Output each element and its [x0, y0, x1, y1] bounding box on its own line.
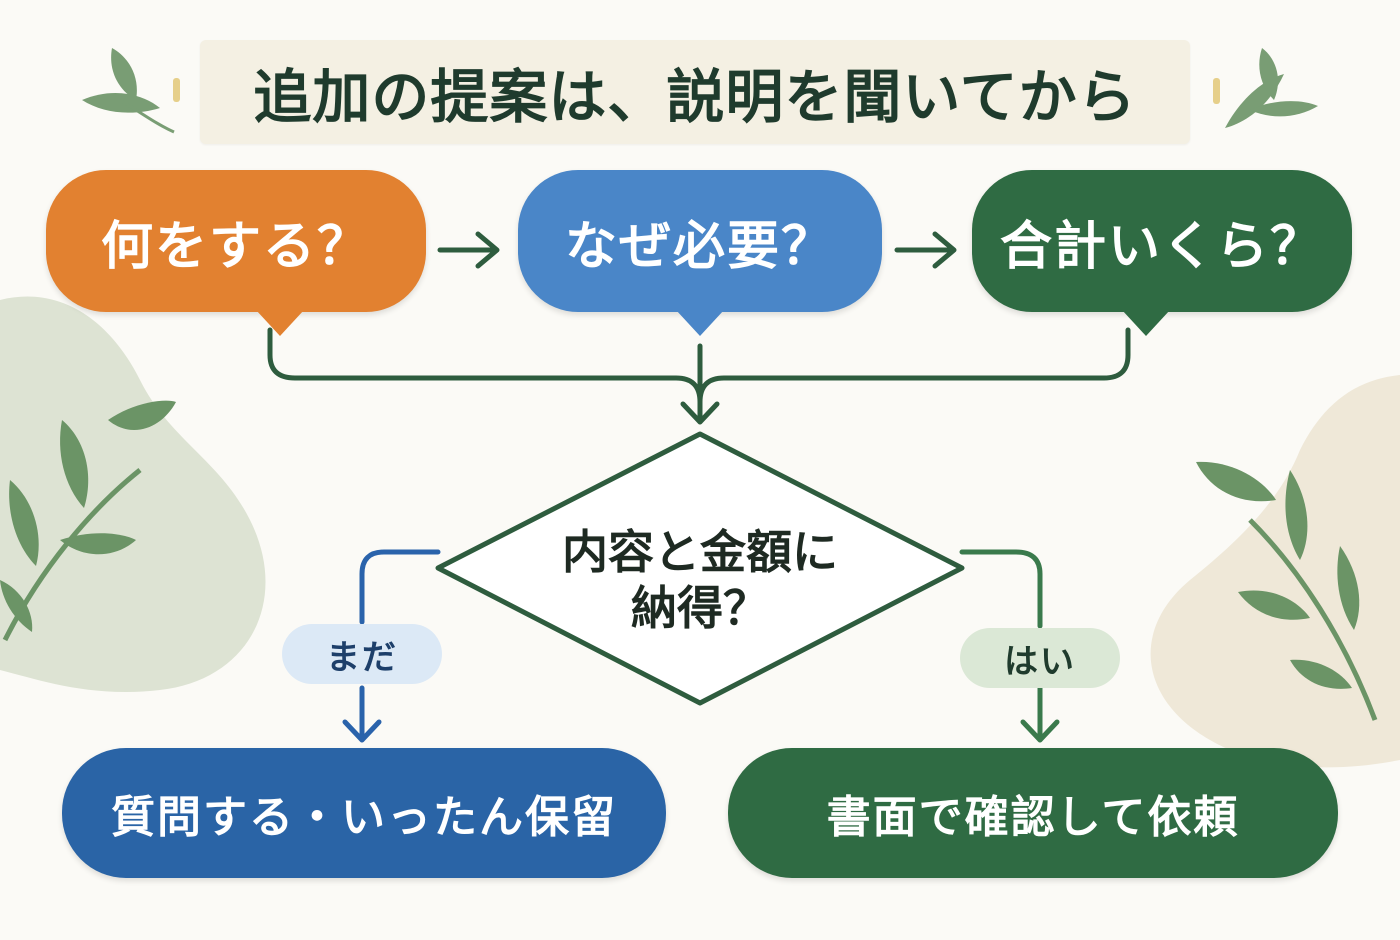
leaf-sprig-icon: [1225, 48, 1318, 128]
arrow-down-icon: [680, 401, 720, 425]
leaf-sprig-icon: [82, 48, 175, 134]
bubble-tail: [1122, 310, 1170, 336]
no-branch-connector: [359, 549, 441, 625]
decorative-dash: [1213, 78, 1220, 104]
page-title: 追加の提案は、説明を聞いてから: [253, 63, 1137, 131]
title-banner: 追加の提案は、説明を聞いてから: [200, 40, 1190, 144]
result-box-hold: 質問する・いったん保留: [62, 748, 666, 878]
question-label-cost: 合計いくら？: [999, 216, 1324, 277]
merge-connector: [267, 327, 703, 423]
beige-blob-decoration: [1150, 375, 1400, 768]
result-box-request: 書面で確認して依頼: [728, 748, 1338, 878]
merge-connector: [697, 327, 1131, 405]
decorative-dash: [173, 78, 180, 102]
branch-label-yes-text: はい: [1004, 641, 1076, 682]
yes-branch-connector: [959, 549, 1043, 629]
question-label-why: なぜ必要？: [564, 216, 835, 277]
decision-diamond: [435, 431, 965, 706]
decision-line-2: 納得？: [631, 581, 769, 635]
question-bubble-what: 何をする？: [46, 170, 426, 336]
arrow-down-icon: [342, 719, 382, 743]
decision-text: 内容と金額に 納得？: [470, 500, 930, 660]
arrow-down-icon: [1020, 719, 1060, 743]
branch-label-yes: はい: [960, 628, 1120, 688]
question-bubble-why: なぜ必要？: [518, 170, 882, 336]
result-label-request: 書面で確認して依頼: [826, 792, 1240, 843]
question-label-what: 何をする？: [100, 216, 371, 277]
branch-label-no: まだ: [282, 624, 442, 684]
green-blob-decoration: [0, 296, 266, 692]
question-bubble-cost: 合計いくら？: [972, 170, 1352, 336]
bubble-tail: [256, 310, 304, 336]
leaf-branch-icon: [0, 400, 176, 642]
result-label-hold: 質問する・いったん保留: [111, 792, 617, 843]
leaf-branch-icon: [1196, 461, 1378, 721]
bubble-tail: [676, 310, 724, 336]
arrow-right-icon: [437, 231, 500, 269]
decision-line-1: 内容と金額に: [562, 525, 838, 579]
arrow-right-icon: [894, 231, 957, 269]
branch-label-no-text: まだ: [326, 637, 398, 678]
